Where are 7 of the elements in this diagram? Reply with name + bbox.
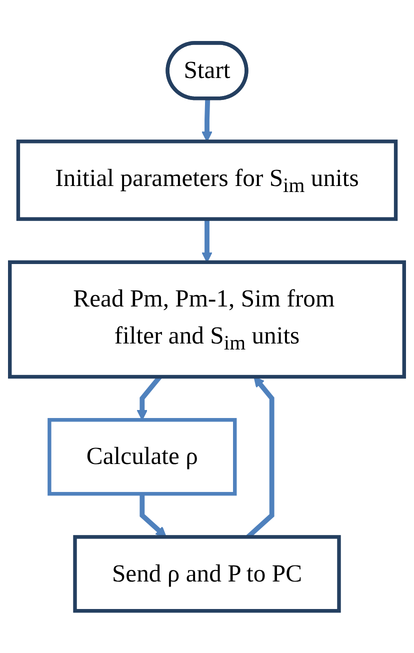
node-box: Send ρ and P to PC [73, 534, 341, 612]
arrow [202, 98, 212, 142]
node-box: Calculate ρ [48, 418, 237, 496]
arrow [140, 493, 167, 538]
node-box: Read Pm, Pm-1, Sim from filter and S$_{im}$ units [8, 260, 406, 378]
node-box: Initial parameters for S$_{im}$ units [16, 139, 398, 221]
arrow [202, 218, 212, 262]
